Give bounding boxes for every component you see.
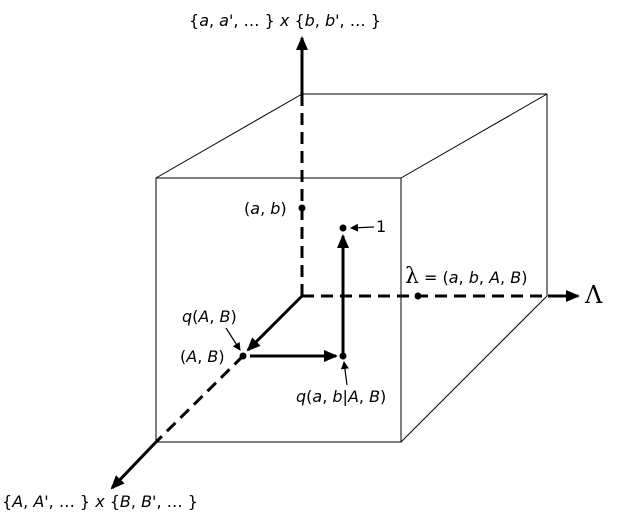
top-axis-label: {a, a', … } x {b, b', … }: [189, 11, 381, 30]
diagonal-axis-dashed: [154, 354, 245, 444]
pointer-qAB: [225, 327, 241, 351]
diagonal-axis-outer-arrow: [110, 440, 158, 490]
label-AB: (A, B): [180, 347, 225, 366]
bottom-axis-label: {A, A', … } x {B, B', … }: [2, 492, 198, 511]
diagonal-axis-inner-arrow: [246, 294, 304, 352]
right-axis-label: Λ: [584, 281, 603, 309]
cube-wireframe: [155, 93, 548, 443]
pointer-one: [350, 223, 375, 232]
points: [239, 204, 422, 360]
pointer-arrows: [225, 223, 375, 386]
label-qab-given-AB: q(a, b|A, B): [296, 387, 386, 406]
point-qab: [339, 352, 347, 360]
label-one: 1: [376, 217, 386, 236]
point-ab: [298, 204, 306, 212]
cube-edge-top-left: [155, 93, 303, 179]
diagonal-axis: [110, 294, 304, 490]
point-one: [339, 224, 347, 232]
label-lambda: λ = (a, b, A, B): [405, 264, 527, 289]
label-ab: (a, b): [244, 199, 287, 218]
point-AB: [239, 352, 247, 360]
transition-arrows: [250, 234, 349, 362]
cube-edge-top-right: [400, 93, 548, 179]
point-lambda: [414, 292, 422, 300]
cube-front-face: [155, 177, 402, 443]
label-qAB: q(A, B): [182, 307, 237, 326]
pointer-qab-given: [340, 361, 349, 386]
cube-edge-bottom-right: [400, 295, 548, 443]
